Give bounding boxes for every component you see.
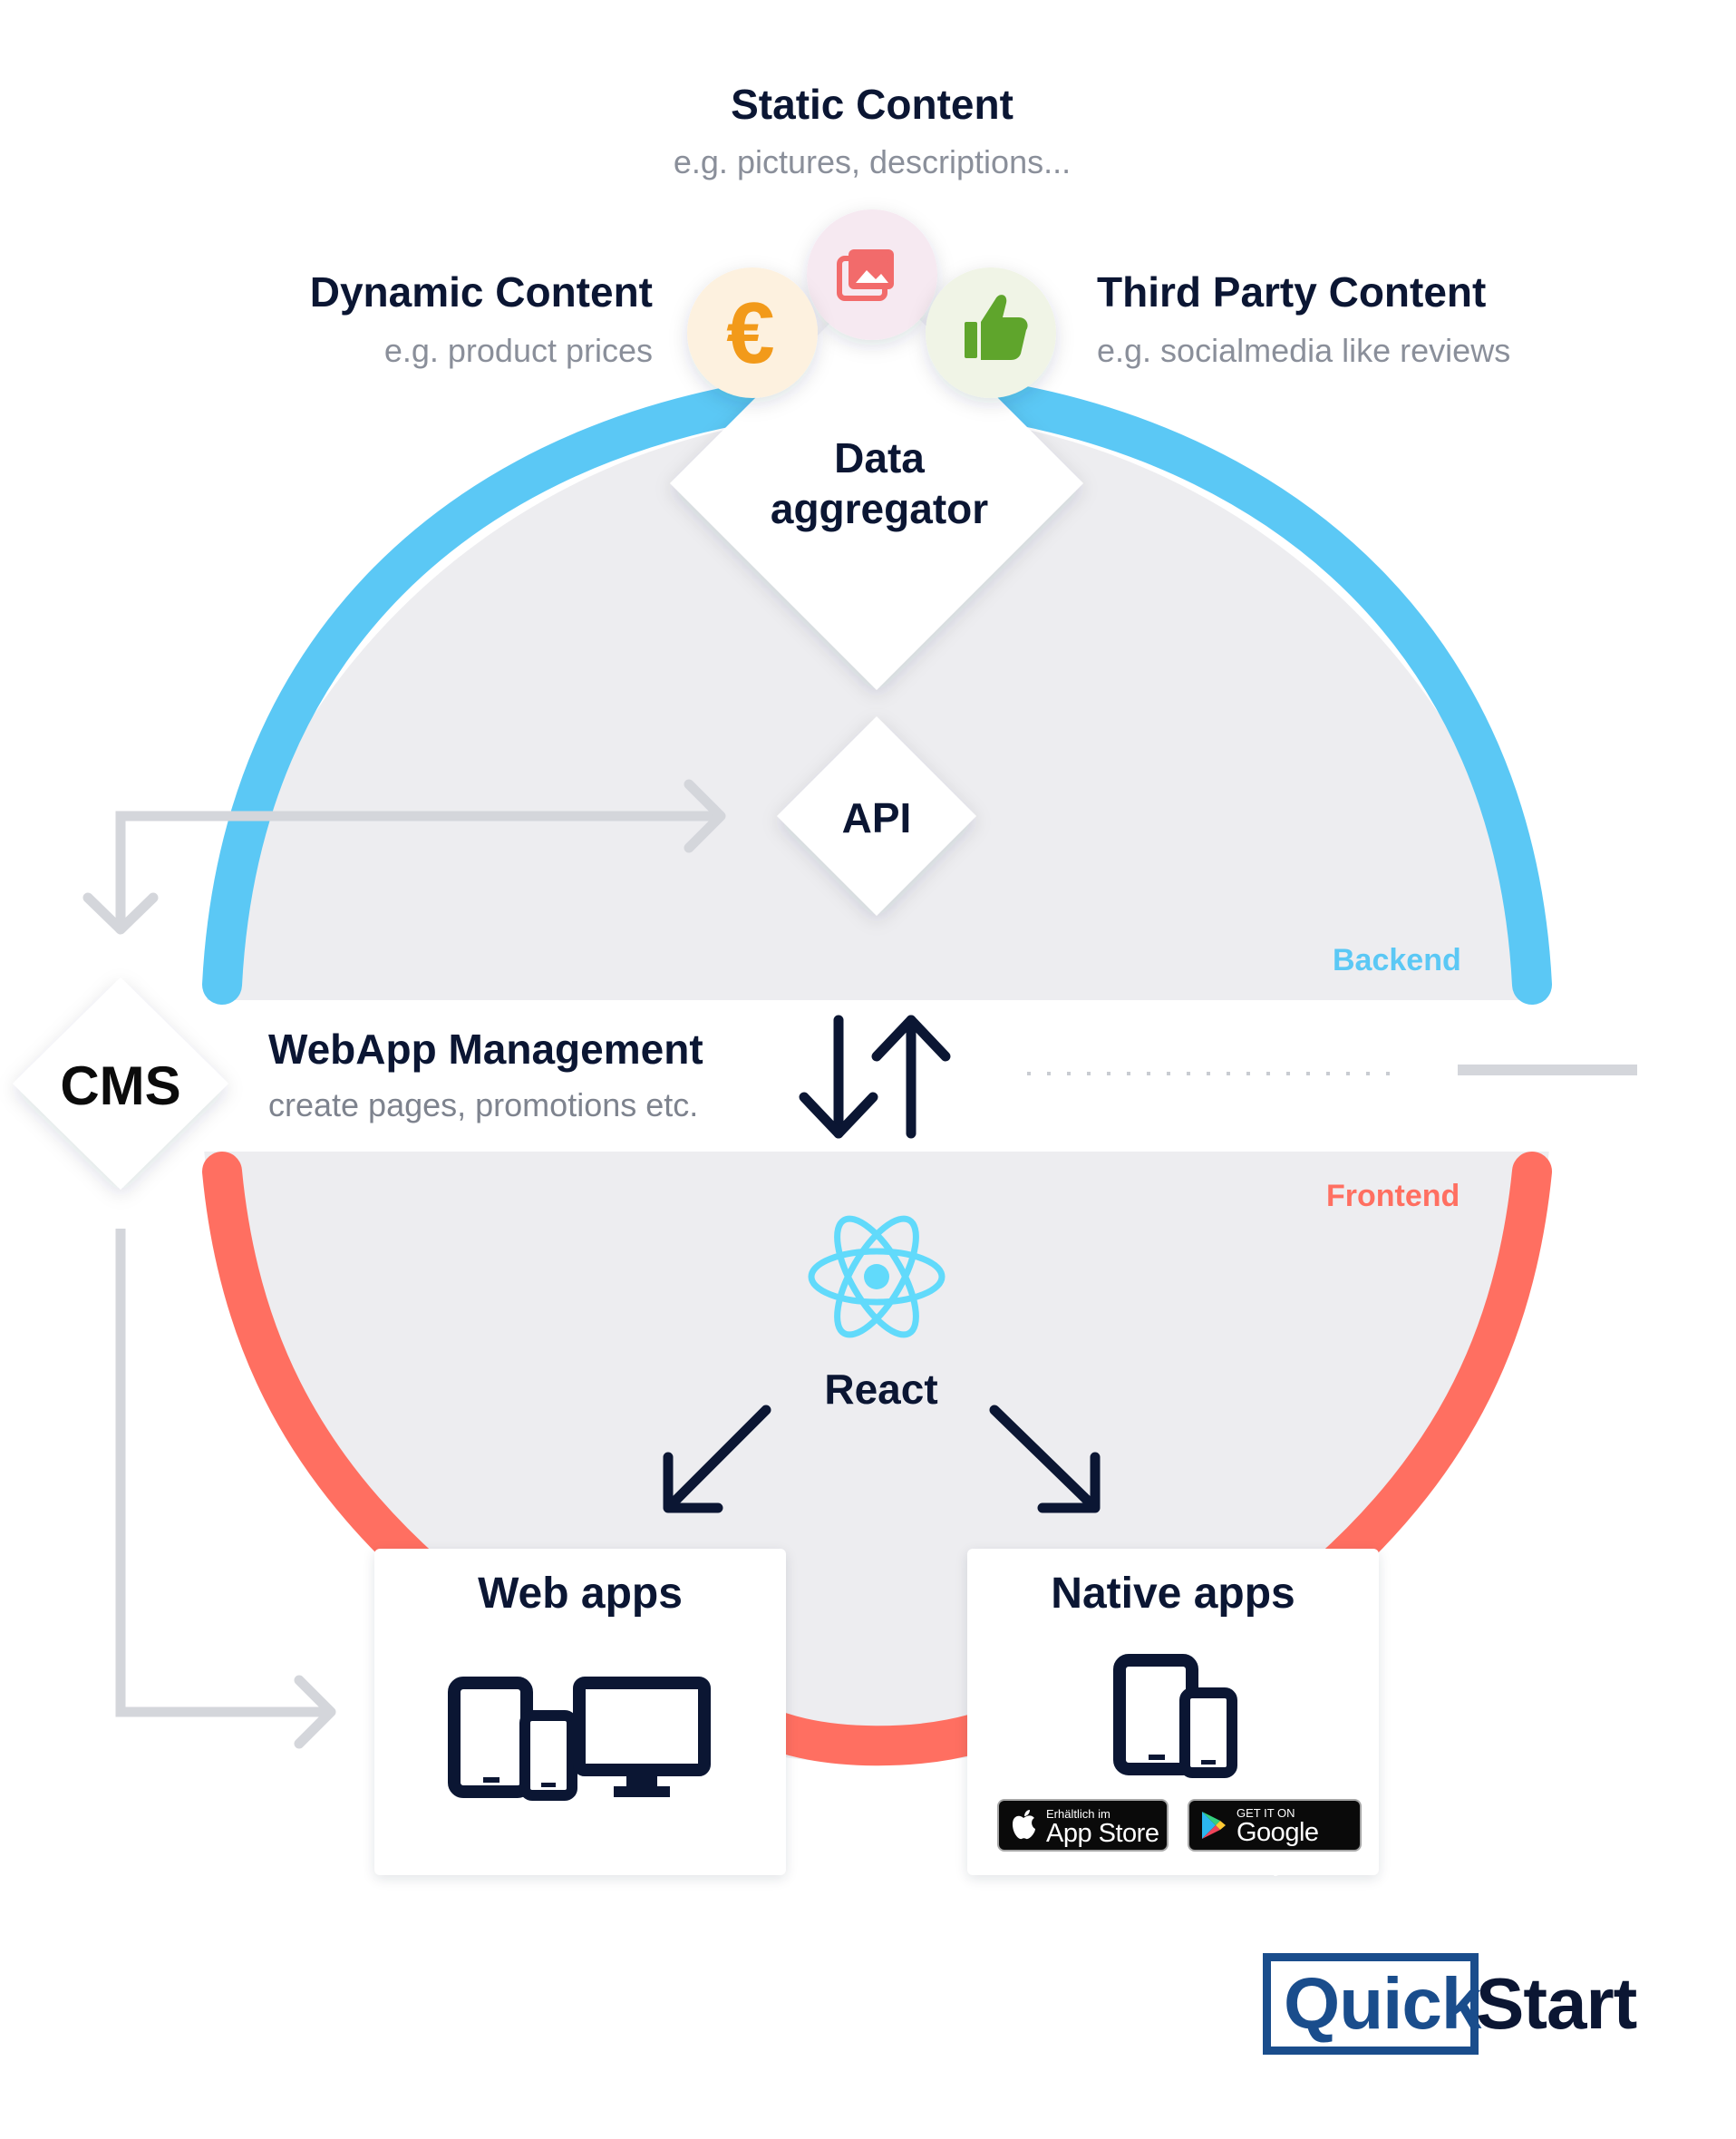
react-label: React [824, 1366, 938, 1413]
google-play-icon [1202, 1812, 1226, 1839]
apple-icon [1013, 1810, 1035, 1840]
tablet-phone-icon [1113, 1654, 1237, 1778]
logo-part1: Quick [1284, 1963, 1481, 2044]
app-store-small: Erhältlich im [1046, 1807, 1110, 1821]
third-party-content-title: Third Party Content [1097, 268, 1487, 316]
third-party-content-subtitle: e.g. socialmedia like reviews [1097, 332, 1511, 369]
frontend-label: Frontend [1326, 1179, 1460, 1213]
up-down-arrows [799, 1015, 951, 1139]
cms-api-connector [82, 779, 726, 935]
static-content-title: Static Content [731, 81, 1013, 128]
react-icon [808, 1215, 946, 1338]
google-play-big: Google Play [1237, 1818, 1319, 1877]
frontend-arc [773, 1712, 980, 1766]
euro-icon: € [687, 267, 818, 398]
cms-webapps-connector [115, 1229, 336, 1749]
svg-text:€: € [726, 285, 774, 382]
logo-frame [1263, 1953, 1479, 2055]
aggregator-label-line1: Data [834, 434, 925, 481]
management-subtitle: create pages, promotions etc. [268, 1086, 699, 1123]
logo-part2: Start [1476, 1963, 1637, 2044]
api-label: API [841, 794, 912, 841]
static-content-subtitle: e.g. pictures, descriptions... [673, 143, 1072, 180]
frontend-arc [1308, 1152, 1552, 1593]
management-title: WebApp Management [268, 1026, 703, 1073]
cms-label: CMS [60, 1055, 181, 1116]
backend-label: Backend [1333, 943, 1461, 977]
thumbs-up-icon [926, 267, 1056, 398]
aggregator-label-line2: aggregator [770, 485, 989, 532]
frontend-arc [202, 1152, 446, 1593]
google-play-small: GET IT ON [1237, 1806, 1295, 1820]
cms-diamond [13, 977, 228, 1190]
web-apps-title: Web apps [478, 1570, 683, 1618]
backend-area [207, 413, 1547, 1000]
app-store-badge[interactable]: Erhältlich im App Store [997, 1799, 1169, 1852]
native-apps-card: Native apps Erhältlich im App Store GET … [967, 1549, 1379, 1877]
pictures-icon [807, 209, 937, 340]
backend-arc [202, 384, 765, 1005]
tablet-phone-monitor-icon [448, 1677, 711, 1801]
google-play-badge[interactable]: GET IT ON Google Play [1188, 1799, 1362, 1877]
native-apps-title: Native apps [1051, 1570, 1295, 1618]
api-diamond [777, 716, 976, 916]
web-apps-card: Web apps [374, 1549, 786, 1875]
backend-arc [991, 384, 1552, 1005]
dynamic-content-subtitle: e.g. product prices [383, 332, 653, 369]
react-to-apps-arrows [663, 1405, 1101, 1513]
dynamic-content-title: Dynamic Content [309, 268, 653, 316]
app-store-big: App Store [1046, 1819, 1159, 1848]
